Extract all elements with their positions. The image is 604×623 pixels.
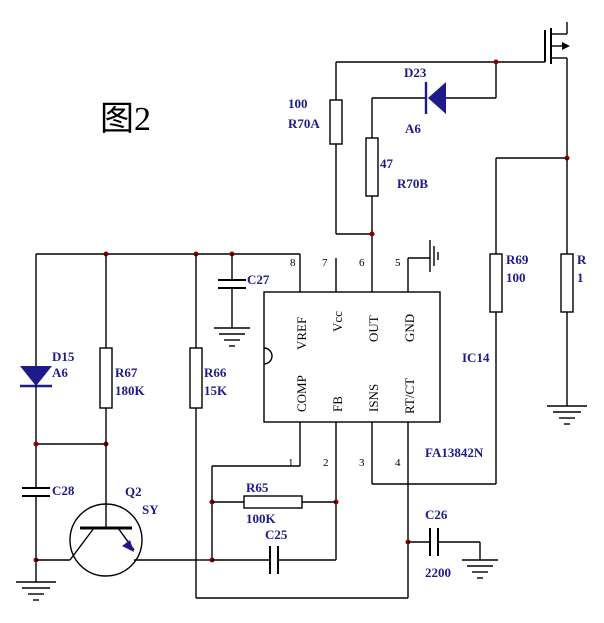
vref-rail [36,251,300,257]
diode-d15 [20,366,52,386]
r66-value: 15K [204,383,228,398]
ic-part-number: FA13842N [425,445,484,460]
r-right-ref: R [577,252,587,267]
r65-value: 100K [246,511,277,526]
resistor-r66 [189,347,203,409]
feedback-network: R65 100K C25 [209,465,339,574]
pin-number-5: 5 [395,257,401,269]
d15-value: A6 [52,365,68,380]
ic-label-vcc: Vcc [330,311,345,332]
r69-value: 100 [506,270,526,285]
c27-ref: C27 [247,272,270,287]
pin-number-3: 3 [359,457,365,469]
diode-d23 [428,82,446,114]
ic-label-fb: FB [330,396,345,412]
pin-number-8: 8 [290,257,296,269]
ic-notch [263,347,273,365]
resistor-right [560,253,574,313]
pin-number-1: 1 [288,457,294,469]
mosfet [544,22,570,158]
r-right-value: 1 [577,270,584,285]
resistor-r70b [365,137,379,197]
ic-label-comp: COMP [294,375,309,412]
resistor-r66-branch: R66 15K [189,254,408,599]
diode-d15-branch: D15 A6 C28 [16,254,109,601]
ic-label-rtct: RT/CT [402,378,417,414]
q2-ref: Q2 [125,484,142,499]
resistor-r67 [99,347,113,409]
r69-ref: R69 [506,252,529,267]
r70b-value: 47 [380,156,394,171]
d23-ref: D23 [404,65,427,80]
resistor-r69 [489,253,503,313]
r67-value: 180K [115,383,146,398]
c26-value: 2200 [425,565,451,580]
resistor-r70a [329,99,343,145]
c28-ref: C28 [52,483,75,498]
pin-number-7: 7 [322,257,328,269]
gate-drive-network: 100 R70A 47 R70B D23 A6 [288,59,545,237]
ic-label-out: OUT [366,315,381,342]
c26-ref: C26 [425,507,448,522]
q2-value: SY [142,502,159,517]
resistor-r65 [243,495,303,509]
ic-label-vref: VREF [294,317,309,350]
d15-ref: D15 [52,349,75,364]
ic-body [263,291,441,423]
r67-ref: R67 [115,365,138,380]
r70a-ref: R70A [288,116,320,131]
c25-ref: C25 [265,527,288,542]
pin-number-4: 4 [395,457,401,469]
ground-pin5 [408,240,439,272]
transistor-q2: Q2 SY [36,484,196,577]
d23-value: A6 [405,121,421,136]
pin-number-6: 6 [359,257,365,269]
pin-number-2: 2 [323,457,329,469]
figure-title: 图2 [100,101,151,138]
ic-label-isns: ISNS [366,384,381,412]
sense-network: R69 100 R 1 [372,155,587,485]
capacitor-c26: C26 2200 [405,507,498,580]
r70b-ref: R70B [397,176,428,191]
r65-ref: R65 [246,480,269,495]
ic-fa13842n: 8 7 6 5 1 2 3 4 VREF Vcc OUT GND COMP FB… [263,234,490,598]
ic-reference: IC14 [462,350,490,365]
r66-ref: R66 [204,365,227,380]
capacitor-c27: C27 [214,254,270,347]
resistor-r67-branch: R67 180K [99,254,146,512]
r70a-value: 100 [288,96,308,111]
ic-label-gnd: GND [402,314,417,342]
